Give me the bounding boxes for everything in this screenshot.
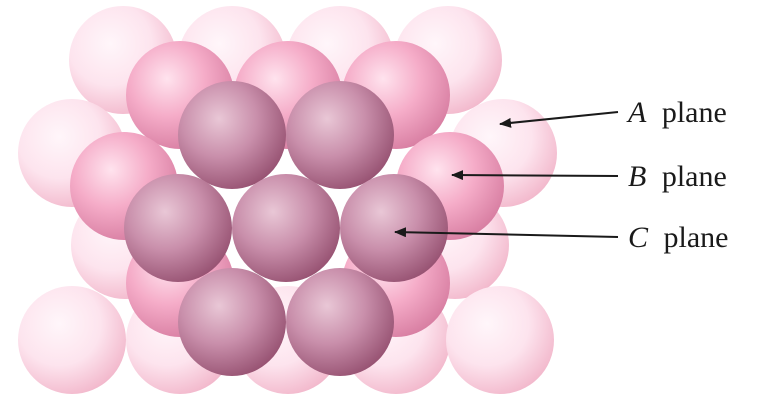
c-plane-label: C plane [628,221,728,254]
c-sphere [340,174,448,282]
a-plane-letter: A [626,96,647,129]
a-plane-label: A plane [626,96,727,129]
c-plane-letter: C [628,221,649,254]
c-sphere [232,174,340,282]
c-plane-word: plane [664,221,729,254]
b-plane-letter: B [628,160,646,193]
b-plane-word: plane [662,160,727,193]
b-plane-arrow [452,175,618,176]
b-plane-label: B plane [628,160,727,193]
c-sphere [286,81,394,189]
c-sphere [178,81,286,189]
a-sphere [18,286,126,394]
a-sphere [446,286,554,394]
c-sphere [124,174,232,282]
a-plane-word: plane [662,96,727,129]
c-sphere [286,268,394,376]
c-sphere [178,268,286,376]
